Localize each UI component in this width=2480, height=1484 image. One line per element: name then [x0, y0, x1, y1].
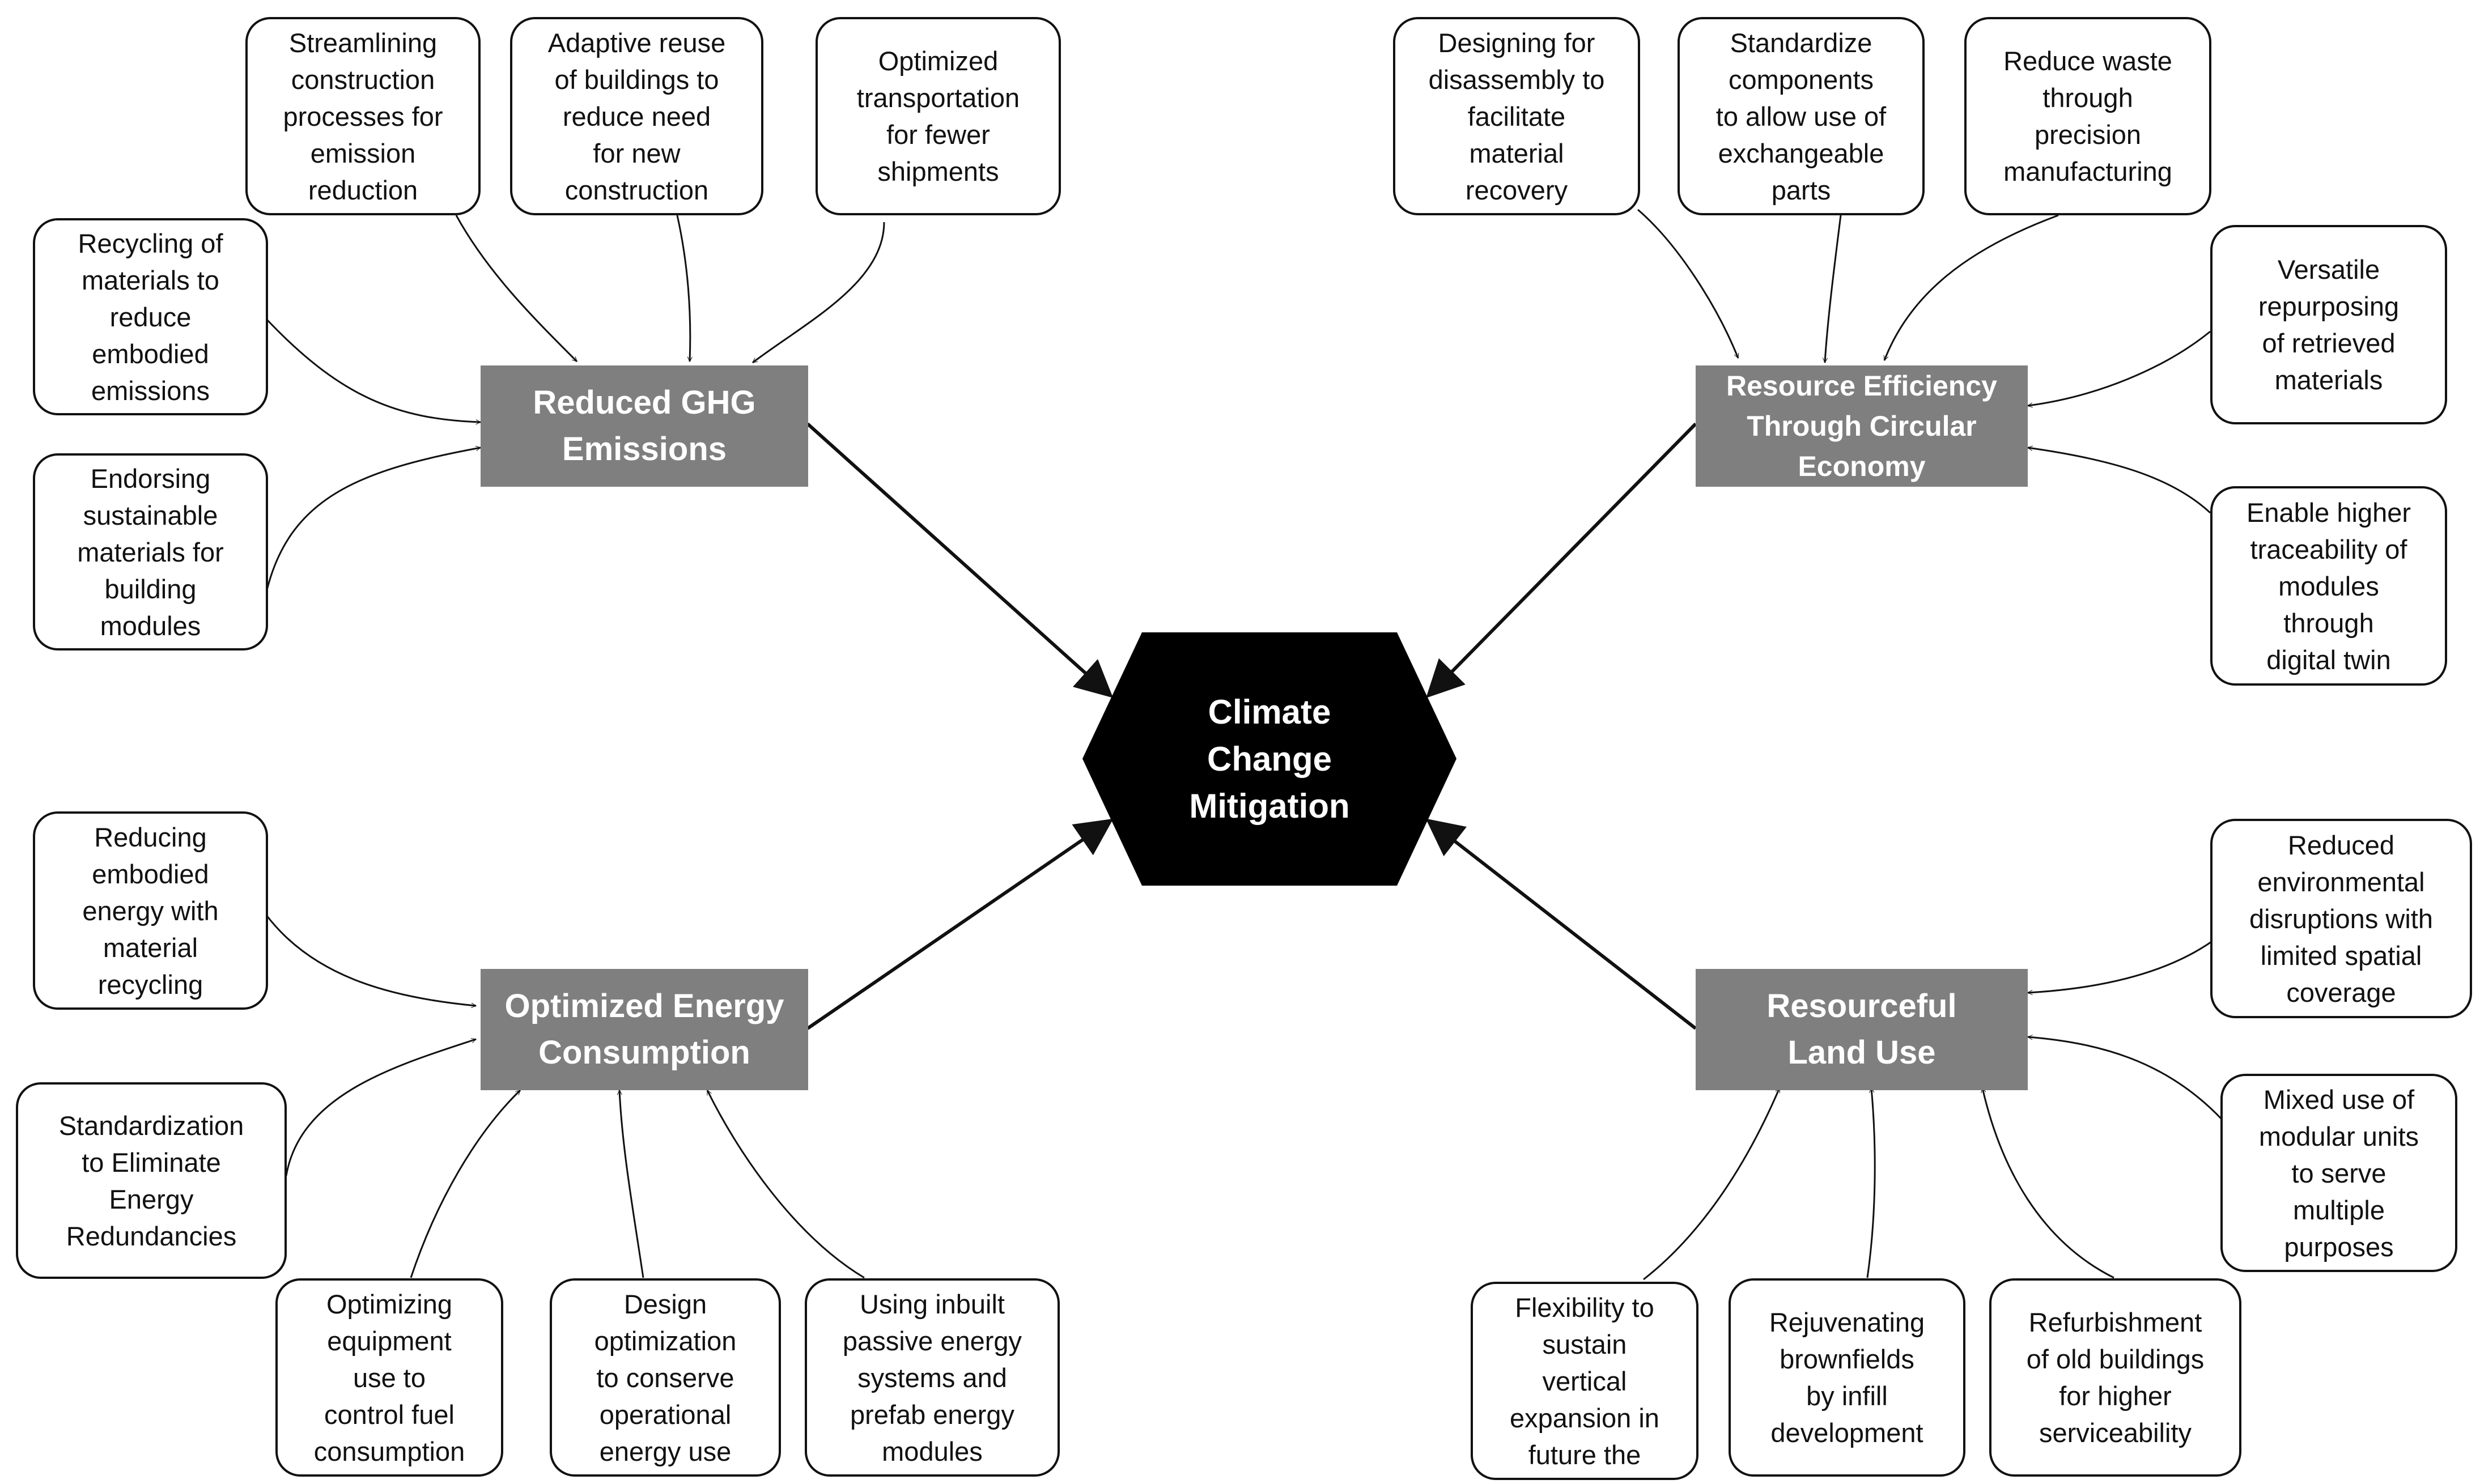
- leaf-recycling-materials: Recycling of materials to reduce embodie…: [33, 218, 268, 415]
- leaf-label: Using inbuilt passive energy systems and…: [842, 1289, 1022, 1466]
- leaf-label: Adaptive reuse of buildings to reduce ne…: [547, 27, 726, 205]
- leaf-design-optimization: Design optimization to conserve operatio…: [550, 1278, 781, 1477]
- arrow-repurposing-to-resource: [2028, 330, 2211, 406]
- arrow-disruptions-to-land: [2028, 939, 2214, 993]
- leaf-optimized-transportation: Optimized transportation for fewer shipm…: [816, 17, 1061, 215]
- hub-reduced-ghg-emissions: Reduced GHG Emissions: [481, 365, 808, 487]
- arrow-flexibility-to-land: [1643, 1088, 1781, 1281]
- leaf-sustainable-materials: Endorsing sustainable materials for buil…: [33, 453, 268, 650]
- leaf-label: Standardize components to allow use of e…: [1715, 27, 1887, 205]
- hexagon-shape: [1082, 632, 1456, 886]
- arrow-standardization-to-energy: [285, 1039, 476, 1176]
- hub-resourceful-land-use: Resourceful Land Use: [1696, 969, 2028, 1090]
- arrow-ghg-to-center: [806, 422, 1114, 698]
- hub-optimized-energy-consumption: Optimized Energy Consumption: [481, 969, 808, 1090]
- leaf-mixed-use-modular: Mixed use of modular units to serve mult…: [2220, 1074, 2457, 1272]
- arrow-resource-to-center: [1426, 422, 1697, 698]
- arrow-mixed-use-to-land: [2028, 1037, 2223, 1120]
- hub-label: Resource Efficiency Through Circular Eco…: [1726, 369, 1997, 482]
- leaf-label: Recycling of materials to reduce embodie…: [78, 228, 223, 406]
- arrow-disassembly-to-resource: [1637, 209, 1739, 358]
- leaf-label: Endorsing sustainable materials for buil…: [77, 463, 224, 641]
- arrow-standardize-to-resource: [1825, 215, 1842, 363]
- leaf-label: Rejuvenating brownfields by infill devel…: [1769, 1307, 1925, 1448]
- hub-label: Reduced GHG Emissions: [533, 384, 756, 467]
- leaf-optimizing-equipment: Optimizing equipment use to control fuel…: [275, 1278, 503, 1477]
- leaf-label: Mixed use of modular units to serve mult…: [2258, 1084, 2419, 1262]
- leaf-adaptive-reuse: Adaptive reuse of buildings to reduce ne…: [510, 17, 763, 215]
- leaf-label: Streamlining construction processes for …: [283, 27, 443, 205]
- arrow-traceability-to-resource: [2028, 448, 2211, 514]
- arrow-streamlining-to-ghg: [455, 215, 578, 363]
- arrow-brownfields-to-land: [1866, 1088, 1876, 1278]
- leaf-label: Optimized transportation for fewer shipm…: [856, 46, 1020, 186]
- arrow-embodied-to-energy: [265, 915, 476, 1006]
- leaf-streamlining-construction: Streamlining construction processes for …: [245, 17, 481, 215]
- arrow-passive-to-energy: [706, 1090, 865, 1279]
- leaf-rejuvenating-brownfields: Rejuvenating brownfields by infill devel…: [1729, 1278, 1965, 1477]
- center-node-label: Climate Change Mitigation: [1189, 693, 1350, 825]
- arrow-equipment-to-energy: [410, 1089, 521, 1278]
- hub-label: Optimized Energy Consumption: [504, 988, 784, 1071]
- leaf-label: Flexibility to sustain vertical expansio…: [1510, 1292, 1659, 1470]
- leaf-versatile-repurposing: Versatile repurposing of retrieved mater…: [2210, 225, 2447, 424]
- leaf-design-for-disassembly: Designing for disassembly to facilitate …: [1393, 17, 1640, 215]
- arrow-transportation-to-ghg: [752, 222, 885, 364]
- leaf-flexibility-vertical-expansion: Flexibility to sustain vertical expansio…: [1471, 1282, 1698, 1480]
- leaf-label: Versatile repurposing of retrieved mater…: [2258, 254, 2400, 395]
- arrow-refurbishment-to-land: [1982, 1088, 2114, 1279]
- arrow-energy-to-center: [806, 818, 1114, 1030]
- leaf-passive-energy-systems: Using inbuilt passive energy systems and…: [805, 1278, 1060, 1477]
- leaf-refurbishment-old-buildings: Refurbishment of old buildings for highe…: [1989, 1278, 2241, 1477]
- leaf-label: Refurbishment of old buildings for highe…: [2026, 1307, 2205, 1448]
- arrow-sustainable-to-ghg: [265, 448, 481, 593]
- arrow-waste-to-resource: [1883, 214, 2059, 360]
- leaf-traceability-digital-twin: Enable higher traceability of modules th…: [2210, 486, 2447, 686]
- arrow-adaptive-reuse-to-ghg: [676, 215, 690, 362]
- leaf-reduced-environmental-disruptions: Reduced environmental disruptions with l…: [2210, 819, 2472, 1018]
- hub-resource-efficiency: Resource Efficiency Through Circular Eco…: [1696, 365, 2028, 487]
- leaf-label: Reduced environmental disruptions with l…: [2249, 830, 2433, 1007]
- arrow-land-to-center: [1425, 818, 1697, 1030]
- leaf-label: Optimizing equipment use to control fuel…: [313, 1289, 465, 1466]
- leaf-label: Enable higher traceability of modules th…: [2246, 497, 2411, 675]
- leaf-label: Design optimization to conserve operatio…: [594, 1289, 737, 1466]
- leaf-reducing-embodied-energy: Reducing embodied energy with material r…: [33, 811, 268, 1010]
- leaf-label: Designing for disassembly to facilitate …: [1428, 27, 1605, 205]
- leaf-label: Reduce waste through precision manufactu…: [2003, 46, 2172, 186]
- arrow-recycling-to-ghg: [265, 318, 481, 422]
- leaf-label: Standardization to Eliminate Energy Redu…: [58, 1110, 244, 1251]
- leaf-label: Reducing embodied energy with material r…: [82, 822, 219, 1000]
- leaf-standardization-energy: Standardization to Eliminate Energy Redu…: [16, 1082, 287, 1279]
- arrow-design-to-energy: [619, 1090, 644, 1278]
- hub-label: Resourceful Land Use: [1766, 988, 1957, 1071]
- center-node-climate-change-mitigation: Climate Change Mitigation: [1082, 632, 1456, 886]
- leaf-standardize-components: Standardize components to allow use of e…: [1678, 17, 1925, 215]
- leaf-reduce-waste: Reduce waste through precision manufactu…: [1964, 17, 2211, 215]
